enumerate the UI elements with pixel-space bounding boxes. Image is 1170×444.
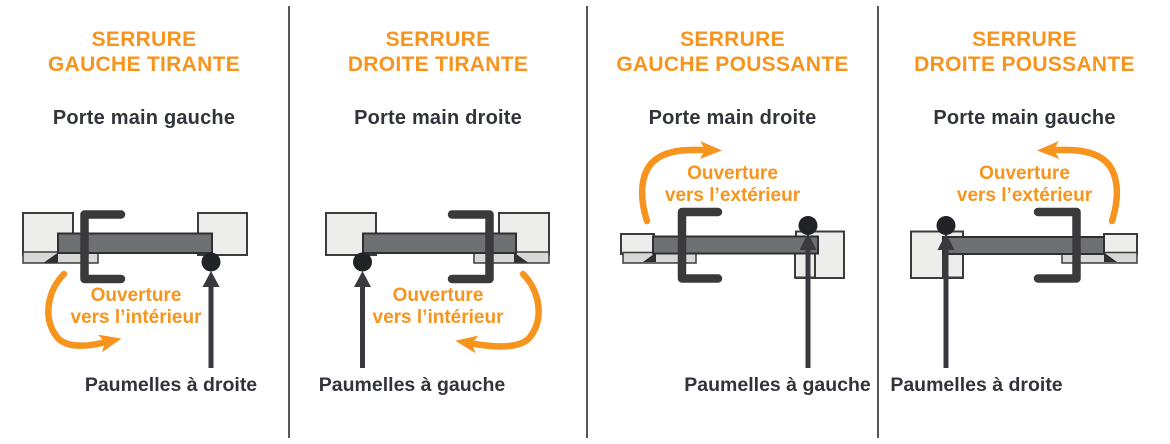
hinge-arrow-head-icon xyxy=(937,233,955,250)
panel-title: SERRURE GAUCHE POUSSANTE xyxy=(616,28,849,76)
frame-right-lower-rect xyxy=(794,252,816,279)
latch-triangle-icon xyxy=(44,252,58,263)
door-diagram-right-push xyxy=(910,140,1138,368)
hinge-dot-icon xyxy=(353,252,372,272)
door-leaf xyxy=(652,235,819,255)
panel-serrure-gauche-poussante: SERRURE GAUCHE POUSSANTE Porte main droi… xyxy=(588,0,877,444)
door-hand-label: Porte main gauche xyxy=(933,107,1116,129)
door-handle-icon xyxy=(447,210,494,284)
opening-curved-arrow-icon xyxy=(639,140,722,225)
opening-direction-label: Ouverture vers l’intérieur xyxy=(372,285,504,328)
frame-right-rect xyxy=(1103,233,1138,255)
hinge-arrow-head-icon xyxy=(799,233,817,250)
opening-curved-arrow-icon xyxy=(1037,140,1120,225)
panel-serrure-gauche-tirante: SERRURE GAUCHE TIRANTE Porte main gauche… xyxy=(0,0,288,444)
opening-direction-label: Ouverture vers l’extérieur xyxy=(664,163,801,206)
hinge-side-label: Paumelles à droite xyxy=(84,374,258,396)
hinge-side-label: Paumelles à gauche xyxy=(684,374,871,396)
hinge-dot-icon xyxy=(936,216,956,235)
door-hand-label: Porte main droite xyxy=(354,107,522,129)
door-leaf xyxy=(362,232,517,254)
opening-curved-arrow-icon xyxy=(45,270,122,353)
panel-title: SERRURE DROITE TIRANTE xyxy=(347,28,529,76)
door-diagram-right-pull xyxy=(325,210,550,368)
latch-triangle-icon xyxy=(514,252,528,263)
opening-curved-arrow-icon xyxy=(455,270,542,354)
door-handle-icon xyxy=(677,207,723,283)
latch-triangle-icon xyxy=(643,252,656,262)
door-hand-label: Porte main droite xyxy=(648,107,817,129)
panel-title: SERRURE GAUCHE TIRANTE xyxy=(47,28,241,76)
door-hand-label: Porte main gauche xyxy=(52,107,236,129)
hinge-arrow-head-icon xyxy=(202,271,220,287)
opening-direction-label: Ouverture vers l’extérieur xyxy=(956,163,1093,206)
hinge-side-label: Paumelles à gauche xyxy=(318,374,506,396)
hinge-side-label: Paumelles à droite xyxy=(890,374,1063,396)
panel-divider xyxy=(586,6,588,438)
latch-triangle-icon xyxy=(1104,252,1117,262)
door-leaf xyxy=(57,232,213,254)
panel-divider xyxy=(288,6,290,438)
door-diagram-left-pull xyxy=(22,210,248,368)
panel-serrure-droite-poussante: SERRURE DROITE POUSSANTE Porte main gauc… xyxy=(879,0,1170,444)
door-diagram-left-push xyxy=(620,140,845,368)
hinge-arrow-head-icon xyxy=(354,271,371,287)
opening-direction-label: Ouverture vers l’intérieur xyxy=(70,285,202,328)
panel-title: SERRURE DROITE POUSSANTE xyxy=(914,28,1135,76)
hinge-dot-icon xyxy=(798,216,818,235)
hinge-dot-icon xyxy=(201,252,221,272)
door-handle-icon xyxy=(80,210,126,284)
panel-divider xyxy=(877,6,879,438)
panel-serrure-droite-tirante: SERRURE DROITE TIRANTE Porte main droite… xyxy=(290,0,586,444)
door-handle-icon xyxy=(1033,207,1081,283)
frame-left-rect xyxy=(620,233,655,255)
